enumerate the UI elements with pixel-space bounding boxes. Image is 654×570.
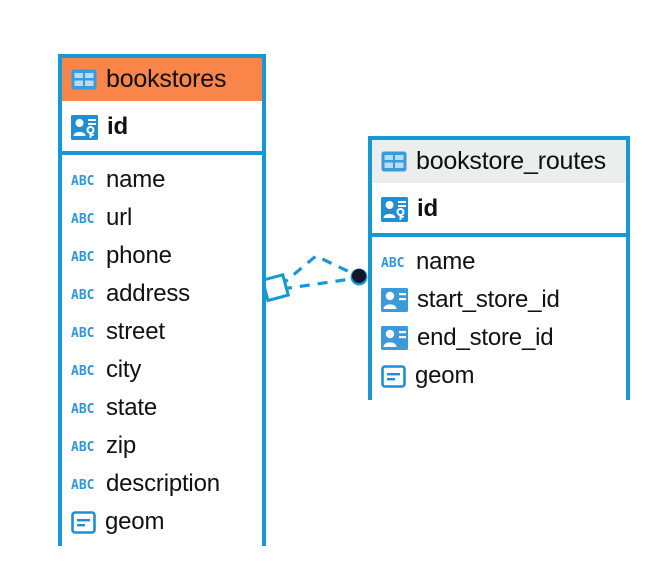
svg-text:ABC: ABC bbox=[71, 440, 94, 454]
svg-text:ABC: ABC bbox=[71, 288, 94, 302]
field-section-bookstores: ABC name ABC url ABC phone ABC address A… bbox=[62, 155, 262, 547]
field-label-geom: geom bbox=[415, 362, 475, 389]
text-field-icon: ABC bbox=[71, 440, 94, 454]
text-field-icon: ABC bbox=[71, 212, 94, 226]
svg-text:ABC: ABC bbox=[71, 364, 94, 378]
field-label-city: city bbox=[106, 356, 142, 383]
text-field-icon: ABC bbox=[71, 250, 94, 264]
entity-bookstore-routes[interactable]: bookstore_routes id ABC name bbox=[368, 136, 630, 401]
entity-bookstores[interactable]: bookstores id ABC name A bbox=[58, 54, 266, 547]
geometry-field-icon bbox=[381, 364, 406, 388]
field-label-street: street bbox=[106, 318, 165, 345]
filled-circle-marker bbox=[350, 268, 368, 286]
primary-key-section-bookstore-routes: id bbox=[372, 183, 626, 237]
field-row-street[interactable]: ABC street bbox=[71, 313, 254, 351]
field-row-zip[interactable]: ABC zip bbox=[71, 427, 254, 465]
svg-text:ABC: ABC bbox=[71, 326, 94, 340]
field-label-description: description bbox=[106, 470, 220, 497]
entity-title-bookstores: bookstores bbox=[106, 65, 227, 93]
field-row-city[interactable]: ABC city bbox=[71, 351, 254, 389]
field-row-name[interactable]: ABC name bbox=[381, 243, 618, 281]
field-label-state: state bbox=[106, 394, 158, 421]
field-label-name: name bbox=[416, 248, 476, 275]
primary-key-section-bookstores: id bbox=[62, 101, 262, 155]
svg-text:ABC: ABC bbox=[71, 174, 94, 188]
field-row-geom[interactable]: geom bbox=[71, 503, 254, 541]
text-field-icon: ABC bbox=[71, 402, 94, 416]
field-row-start-store-id[interactable]: start_store_id bbox=[381, 281, 618, 319]
field-row-description[interactable]: ABC description bbox=[71, 465, 254, 503]
entity-header-bookstores: bookstores bbox=[62, 58, 262, 101]
field-row-end-store-id[interactable]: end_store_id bbox=[381, 319, 618, 357]
relationship-line-lower bbox=[281, 276, 359, 291]
relationship-line-upper bbox=[278, 254, 359, 288]
text-field-icon: ABC bbox=[381, 256, 404, 270]
field-row-primary-key[interactable]: id bbox=[381, 190, 618, 228]
text-field-icon: ABC bbox=[71, 326, 94, 340]
text-field-icon: ABC bbox=[71, 478, 94, 492]
field-row-primary-key[interactable]: id bbox=[71, 108, 254, 146]
table-icon bbox=[381, 151, 407, 172]
table-icon bbox=[71, 69, 97, 90]
field-row-url[interactable]: ABC url bbox=[71, 199, 254, 237]
foreign-key-icon bbox=[381, 288, 408, 312]
field-row-phone[interactable]: ABC phone bbox=[71, 237, 254, 275]
field-label-primary-key: id bbox=[417, 195, 438, 222]
svg-text:ABC: ABC bbox=[71, 402, 94, 416]
field-row-address[interactable]: ABC address bbox=[71, 275, 254, 313]
entity-header-bookstore-routes: bookstore_routes bbox=[372, 140, 626, 183]
field-label-zip: zip bbox=[106, 432, 137, 459]
diamond-marker bbox=[260, 272, 291, 303]
field-label-end-store-id: end_store_id bbox=[417, 324, 554, 351]
field-section-bookstore-routes: ABC name start_store_id end_store_i bbox=[372, 237, 626, 401]
geometry-field-icon bbox=[71, 510, 96, 534]
svg-text:ABC: ABC bbox=[71, 250, 94, 264]
field-label-primary-key: id bbox=[107, 113, 128, 140]
field-label-geom: geom bbox=[105, 508, 165, 535]
relationship-connector[interactable] bbox=[258, 240, 374, 310]
entity-title-bookstore-routes: bookstore_routes bbox=[416, 147, 606, 175]
svg-text:ABC: ABC bbox=[71, 478, 94, 492]
field-label-name: name bbox=[106, 166, 166, 193]
text-field-icon: ABC bbox=[71, 364, 94, 378]
primary-key-icon bbox=[71, 114, 98, 140]
field-label-address: address bbox=[106, 280, 190, 307]
field-row-name[interactable]: ABC name bbox=[71, 161, 254, 199]
svg-text:ABC: ABC bbox=[381, 256, 404, 270]
field-label-url: url bbox=[106, 204, 133, 231]
svg-text:ABC: ABC bbox=[71, 212, 94, 226]
text-field-icon: ABC bbox=[71, 174, 94, 188]
text-field-icon: ABC bbox=[71, 288, 94, 302]
primary-key-icon bbox=[381, 196, 408, 222]
foreign-key-icon bbox=[381, 326, 408, 350]
field-row-state[interactable]: ABC state bbox=[71, 389, 254, 427]
field-label-start-store-id: start_store_id bbox=[417, 286, 560, 313]
field-label-phone: phone bbox=[106, 242, 172, 269]
field-row-geom[interactable]: geom bbox=[381, 357, 618, 395]
